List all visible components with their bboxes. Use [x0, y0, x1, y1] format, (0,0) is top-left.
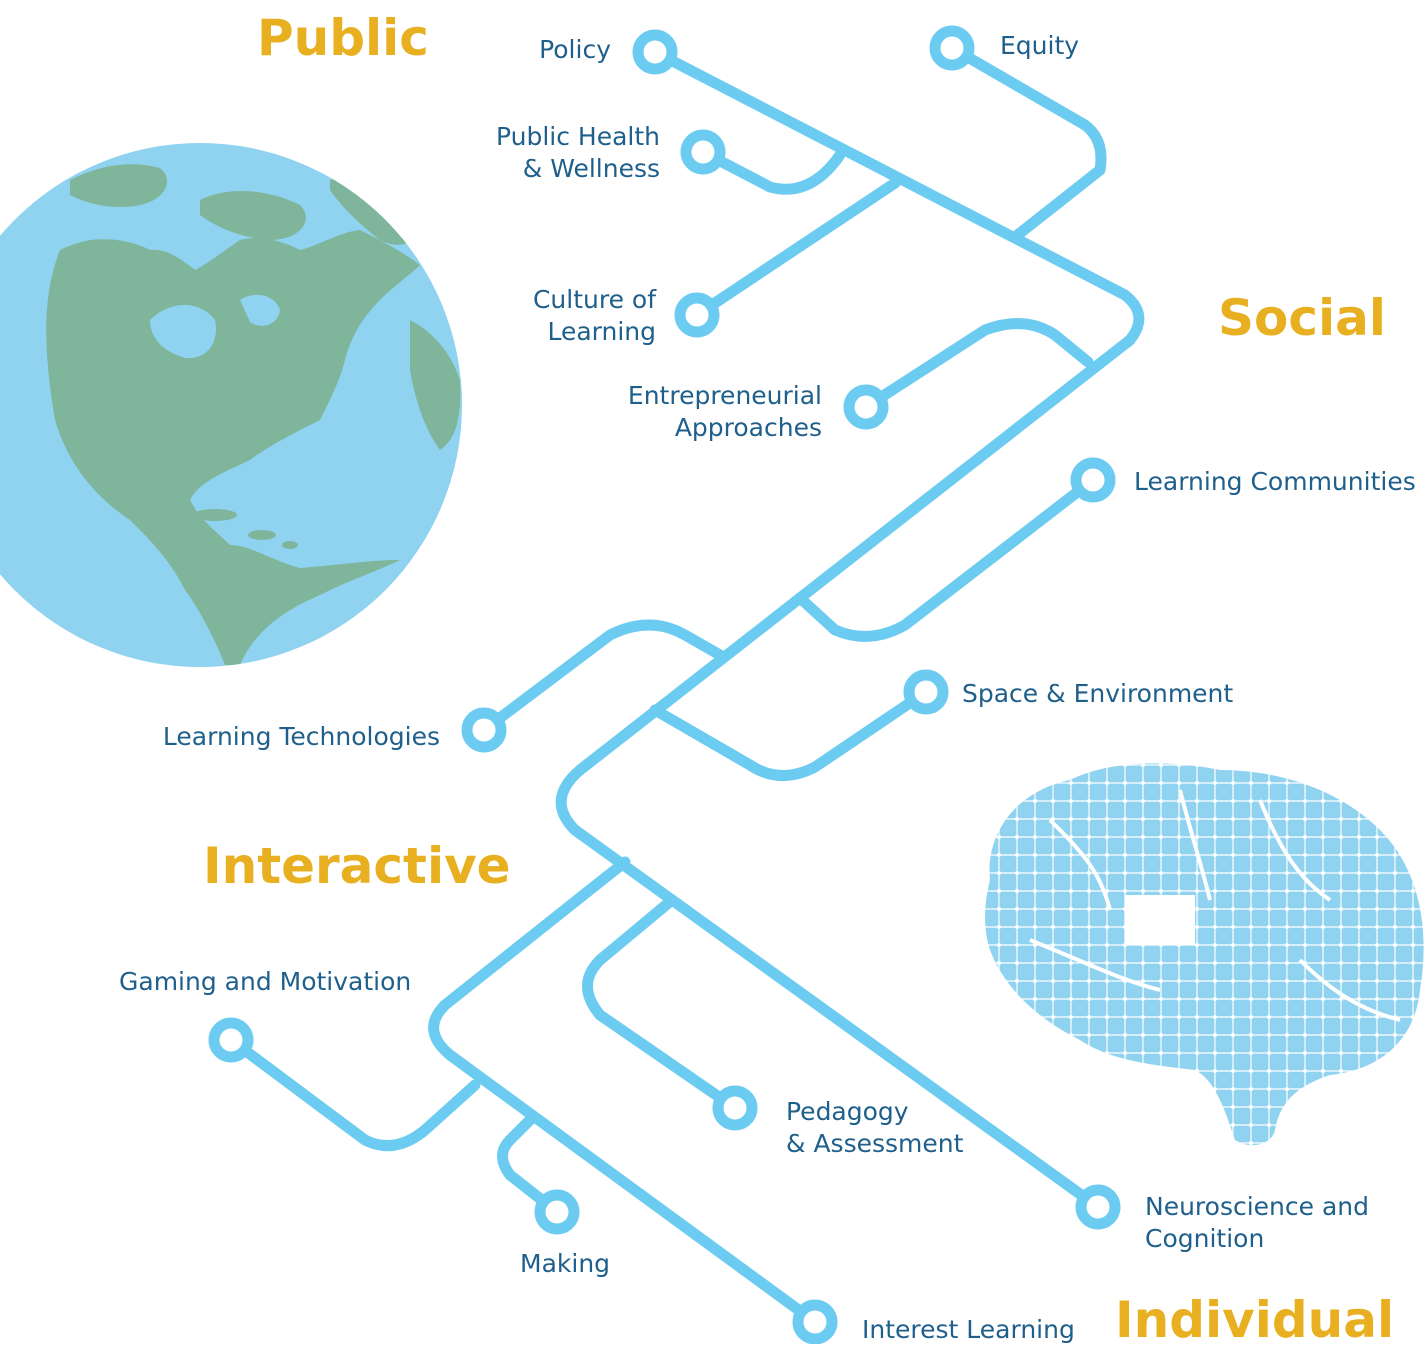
node-technologies	[461, 707, 507, 753]
category-interactive: Interactive	[203, 837, 511, 895]
category-individual: Individual	[1115, 1291, 1395, 1349]
topic-line: & Wellness	[522, 154, 660, 183]
node-neuroscience	[1075, 1184, 1121, 1230]
public-health-branch	[697, 146, 846, 195]
node-gaming	[208, 1017, 254, 1063]
technologies-branch	[478, 619, 726, 736]
node-policy	[632, 29, 678, 75]
pedagogy-branch	[582, 894, 741, 1114]
communities-branch	[794, 474, 1099, 642]
topic-gaming: Gaming and Motivation	[119, 966, 411, 998]
category-public: Public	[257, 9, 429, 67]
topic-technologies: Learning Technologies	[163, 721, 440, 753]
making-branch	[497, 1114, 563, 1218]
category-social: Social	[1218, 289, 1387, 347]
topic-line: Learning Communities	[1134, 467, 1416, 496]
topic-line: Policy	[539, 35, 611, 64]
topic-line: & Assessment	[786, 1129, 964, 1158]
interactive-left-trunk	[428, 856, 821, 1328]
topic-policy: Policy	[539, 34, 611, 66]
culture-branch	[691, 177, 901, 321]
node-culture	[674, 292, 720, 338]
topic-public-health: Public Health & Wellness	[496, 121, 660, 185]
topic-line: Approaches	[674, 413, 822, 442]
node-equity	[929, 25, 975, 71]
topic-making: Making	[520, 1248, 610, 1280]
topic-space: Space & Environment	[962, 678, 1233, 710]
topic-culture: Culture of Learning	[533, 284, 656, 348]
topic-line: Cognition	[1145, 1224, 1265, 1253]
topic-equity: Equity	[1000, 30, 1079, 62]
space-branch	[649, 686, 932, 781]
topic-line: Learning	[547, 317, 656, 346]
topic-interest: Interest Learning	[862, 1314, 1075, 1346]
node-interest	[792, 1299, 838, 1344]
topic-line: Public Health	[495, 122, 660, 151]
entrepreneurial-branch	[860, 318, 1094, 413]
gaming-branch	[225, 1034, 481, 1152]
equity-branch	[946, 42, 1107, 243]
topic-line: Equity	[1000, 31, 1080, 60]
node-entrepreneurial	[843, 384, 889, 430]
topic-line: Making	[520, 1249, 611, 1278]
topic-neuroscience: Neuroscience and Cognition	[1145, 1191, 1369, 1255]
topic-line: Interest Learning	[862, 1315, 1075, 1344]
topic-line: Learning Technologies	[162, 722, 440, 751]
topic-communities: Learning Communities	[1134, 466, 1416, 498]
main-trunk	[555, 46, 1145, 1213]
node-space	[903, 669, 949, 715]
topic-line: Gaming and Motivation	[119, 967, 412, 996]
topic-entrepreneurial: Entrepreneurial Approaches	[628, 380, 822, 444]
topic-line: Pedagogy	[786, 1097, 909, 1126]
topic-pedagogy: Pedagogy & Assessment	[786, 1096, 963, 1160]
node-making	[534, 1189, 580, 1235]
node-pedagogy	[712, 1085, 758, 1131]
globe-illustration	[0, 143, 462, 667]
topic-line: Culture of	[532, 285, 656, 314]
topic-line: Neuroscience and	[1145, 1192, 1369, 1221]
node-communities	[1070, 457, 1116, 503]
topic-line: Entrepreneurial	[627, 381, 822, 410]
node-public-health	[680, 129, 726, 175]
topic-line: Space & Environment	[962, 679, 1234, 708]
